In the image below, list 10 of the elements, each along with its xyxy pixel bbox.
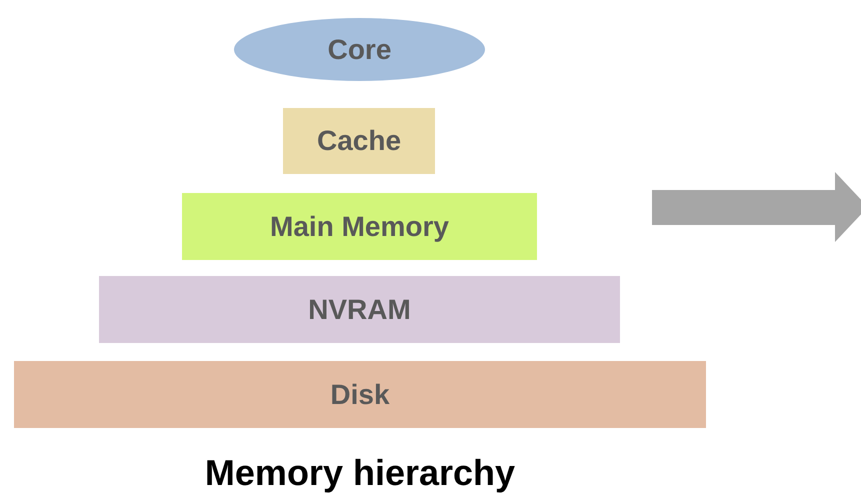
- level-label: Cache: [316, 124, 402, 158]
- diagram-title: Memory hierarchy: [204, 451, 516, 495]
- level-label: NVRAM: [308, 292, 411, 326]
- level-box: [283, 108, 435, 174]
- level-box: [99, 276, 620, 343]
- level-label: Disk: [330, 378, 390, 412]
- level-box: [182, 193, 537, 260]
- level-label: Main Memory: [270, 210, 449, 244]
- level-box: [14, 361, 706, 428]
- level-label: Core: [328, 32, 392, 66]
